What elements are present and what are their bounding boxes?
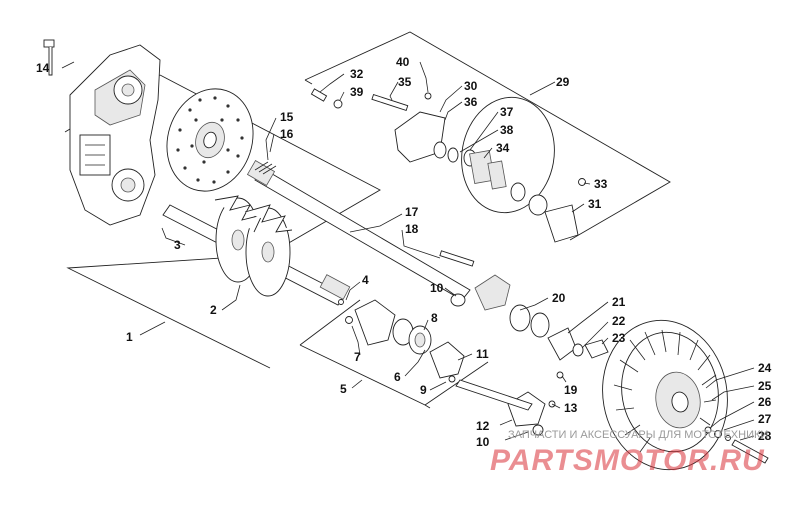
callout-38: 38	[500, 123, 514, 137]
callout-35: 35	[398, 75, 412, 89]
callout-24: 24	[758, 361, 772, 375]
callout-20: 20	[552, 291, 566, 305]
bolt-14	[43, 39, 55, 76]
callout-10-bottom: 10	[476, 435, 490, 449]
callout-25: 25	[758, 379, 772, 393]
callout-27: 27	[758, 412, 772, 426]
callout-14: 14	[36, 61, 50, 75]
right-bearing-bracket	[450, 274, 609, 436]
driven-clutch	[602, 319, 769, 471]
callout-40: 40	[396, 55, 410, 69]
watermark-tagline: ЗАПЧАСТИ И АКСЕССУАРЫ ДЛЯ МОТОТЕХНИКИ	[508, 429, 768, 441]
callout-22: 22	[612, 314, 626, 328]
bearing-flange-group	[338, 299, 465, 383]
callout-15: 15	[280, 110, 294, 124]
callout-32: 32	[350, 67, 364, 81]
brake-caliper-assembly	[310, 88, 586, 243]
callout-12: 12	[476, 419, 490, 433]
callout-26: 26	[758, 395, 772, 409]
callout-33: 33	[594, 177, 608, 191]
callout-30: 30	[464, 79, 478, 93]
leader-lines	[61, 61, 755, 441]
callout-34: 34	[496, 141, 510, 155]
callout-labels: 1 2 3 4 5 6 7 8 9 10 10 11 12 13 14 15 1…	[36, 55, 772, 449]
callout-6: 6	[394, 370, 401, 384]
watermark-logo: PARTSMOTOR.RU	[490, 444, 765, 477]
callout-29: 29	[556, 75, 570, 89]
watermark: ЗАПЧАСТИ И АКСЕССУАРЫ ДЛЯ МОТОТЕХНИКИ PA…	[490, 429, 768, 477]
callout-18: 18	[405, 222, 419, 236]
group-frame-caliper	[304, 31, 671, 241]
callout-21: 21	[612, 295, 626, 309]
callout-23: 23	[612, 331, 626, 345]
callout-13: 13	[564, 401, 578, 415]
callout-5: 5	[340, 382, 347, 396]
callout-31: 31	[588, 197, 602, 211]
callout-1: 1	[126, 330, 133, 344]
callout-19: 19	[564, 383, 578, 397]
callout-37: 37	[500, 105, 514, 119]
callout-8: 8	[431, 311, 438, 325]
drive-shaft-sprockets	[162, 195, 351, 306]
callout-7: 7	[354, 350, 361, 364]
callout-10-top: 10	[430, 281, 444, 295]
chaincase-housing	[69, 44, 161, 226]
callout-28: 28	[758, 429, 772, 443]
callout-2: 2	[210, 303, 217, 317]
callout-4: 4	[362, 273, 369, 287]
callout-9: 9	[420, 383, 427, 397]
callout-3: 3	[174, 238, 181, 252]
group-frame-bearing	[299, 299, 489, 409]
brake-disc	[166, 88, 254, 192]
callout-17: 17	[405, 205, 419, 219]
brake-shaft	[246, 160, 475, 301]
callout-11: 11	[476, 347, 489, 361]
callout-39: 39	[350, 85, 364, 99]
callout-16: 16	[280, 127, 294, 141]
callout-36: 36	[464, 95, 478, 109]
